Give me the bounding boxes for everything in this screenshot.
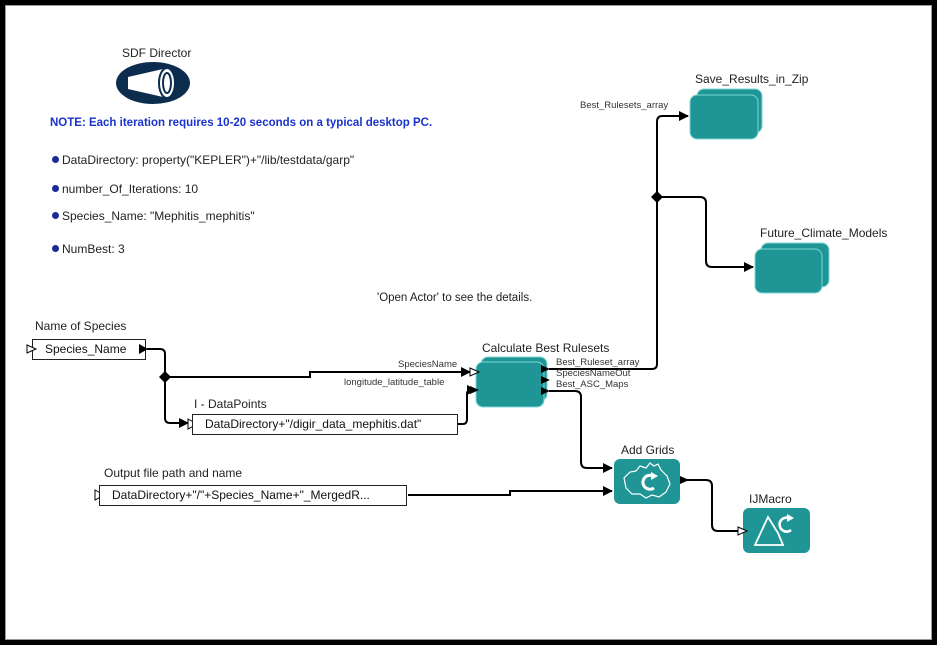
link-relation-to-future <box>657 196 754 272</box>
sdf-director-icon[interactable] <box>116 62 190 104</box>
datapoints-title: I - DataPoints <box>194 397 267 411</box>
bullet-icon <box>52 245 59 252</box>
name-of-species-constant[interactable]: Species_Name <box>32 339 146 360</box>
name-of-species-title: Name of Species <box>35 319 127 333</box>
port-label-best-asc-maps: Best_ASC_Maps <box>556 379 629 390</box>
note-text: NOTE: Each iteration requires 10-20 seco… <box>50 117 433 129</box>
port-label-speciesnameout: SpeciesNameOut <box>556 368 631 379</box>
relation-diamond-species[interactable] <box>159 371 171 383</box>
future-climate-models-actor[interactable] <box>754 242 830 294</box>
port-ijmacro-in <box>737 526 749 536</box>
add-grids-title: Add Grids <box>621 443 675 457</box>
director-label: SDF Director <box>122 46 192 60</box>
port-lonlat <box>470 386 479 394</box>
port-best-asc-maps <box>541 387 550 395</box>
port-addgrids-out <box>680 476 689 484</box>
calculate-best-rulesets-title: Calculate Best Rulesets <box>482 341 610 355</box>
parameter-datadirectory[interactable]: DataDirectory: property("KEPLER")+"/lib/… <box>52 153 354 167</box>
calculate-best-rulesets-actor[interactable] <box>469 356 550 408</box>
link-relation-to-datapoints <box>164 377 189 428</box>
bullet-icon <box>52 212 59 219</box>
output-file-constant[interactable]: DataDirectory+"/"+Species_Name+"_MergedR… <box>99 485 407 506</box>
save-results-title: Save_Results_in_Zip <box>695 72 809 86</box>
link-species-to-relation <box>147 348 166 377</box>
link-rulesets-to-relation <box>549 197 658 370</box>
datapoints-constant[interactable]: DataDirectory+"/digir_data_mephitis.dat" <box>192 414 458 435</box>
bullet-icon <box>52 156 59 163</box>
links <box>147 111 754 532</box>
bullet-icon <box>52 185 59 192</box>
port-speciesname <box>469 367 481 377</box>
ijmacro-title: IJMacro <box>749 492 792 506</box>
output-file-title: Output file path and name <box>104 466 243 480</box>
mountain-refresh-icon <box>753 514 794 546</box>
future-climate-title: Future_Climate_Models <box>760 226 888 240</box>
open-actor-hint: 'Open Actor' to see the details. <box>377 292 533 304</box>
port-label-best-ruleset-array: Best_Ruleset_array <box>556 357 640 368</box>
port-label-best-rulesets-array: Best_Rulesets_array <box>580 100 669 111</box>
link-datapoints-to-lonlat <box>457 385 477 425</box>
link-addgrids-to-ijmacro <box>684 479 738 532</box>
link-outputfile-to-addgrids <box>408 486 613 496</box>
parameter-number-of-iterations[interactable]: number_Of_Iterations: 10 <box>52 182 198 196</box>
port-label-speciesname: SpeciesName <box>398 359 458 370</box>
link-relation-to-save <box>656 111 689 197</box>
australia-refresh-icon <box>623 462 671 499</box>
port-speciesnameout <box>541 376 550 384</box>
link-relation-to-speciesname <box>165 367 471 378</box>
ijmacro-actor[interactable] <box>737 508 810 553</box>
parameter-numbest[interactable]: NumBest: 3 <box>52 242 125 256</box>
port-label-lonlat: longitude_latitude_table <box>344 377 445 388</box>
relation-diamond-rulesets[interactable] <box>651 191 663 203</box>
save-results-actor[interactable] <box>689 88 763 140</box>
add-grids-actor[interactable] <box>614 459 689 504</box>
port-best-ruleset-array <box>541 365 550 373</box>
link-ascmaps-to-addgrids <box>549 390 613 473</box>
parameter-species-name[interactable]: Species_Name: "Mephitis_mephitis" <box>52 209 255 223</box>
